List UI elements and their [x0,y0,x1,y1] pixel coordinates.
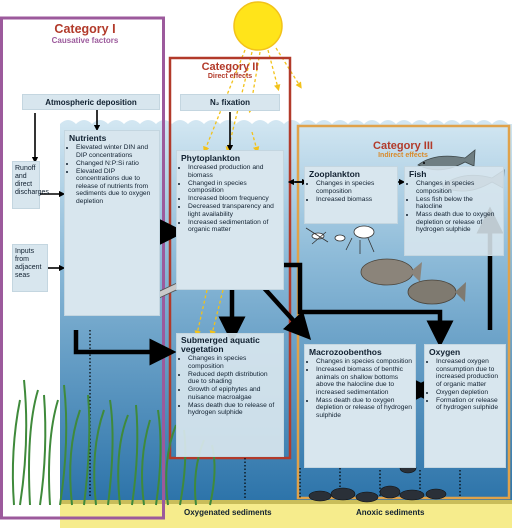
nutrients-box: Nutrients Elevated winter DIN and DIP co… [64,130,160,316]
zooplankton-box: Zooplankton Changes in species compositi… [304,166,398,224]
oxygen-box: Oxygen Increased oxygen consumption due … [424,344,506,468]
list-item: Growth of epiphytes and nuisance macroal… [188,386,280,401]
list-item: Increased biomass [316,196,394,204]
list-item: Elevated winter DIN and DIP concentratio… [76,144,156,159]
macrozoobenthos-title: Macrozoobenthos [309,347,382,357]
oxygen-title: Oxygen [429,347,461,357]
list-item: Mass death due to oxygen depletion or re… [416,211,500,234]
list-item: Increased oxygen consumption due to incr… [436,358,502,388]
atmospheric-deposition-box: Atmospheric deposition [22,94,160,110]
macrozoobenthos-box: Macrozoobenthos Changes in species compo… [304,344,416,468]
list-item: Changed N:P:Si ratio [76,160,156,168]
phytoplankton-title: Phytoplankton [181,153,241,163]
sun-icon [233,1,283,51]
list-item: Increased production and biomass [188,164,280,179]
list-item: Mass death due to release of hydrogen su… [188,402,280,417]
list-item: Increased bloom frequency [188,195,280,203]
list-item: Elevated DIP concentrations due to relea… [76,168,156,206]
list-item: Changed in species composition [188,180,280,195]
oxygenated-sediments-label: Oxygenated sediments [184,508,272,517]
list-item: Decreased transparency and light availab… [188,203,280,218]
category-2-subtitle: Direct effects [207,73,253,80]
category-3-subtitle: Indirect effects [378,152,428,159]
list-item: Less fish below the halocline [416,196,500,211]
category-1-subtitle: Causative factors [51,36,119,45]
fish-title: Fish [409,169,427,179]
category-2-title: Category II Direct effects [172,61,288,80]
list-item: Mass death due to oxygen depletion or re… [316,397,412,420]
n2-fixation-box: N₂ fixation [180,94,280,111]
list-item: Changes in species composition [316,180,394,195]
list-item: Changes in species composition [188,355,280,370]
fish-box: Fish Changes in species composition Less… [404,166,504,256]
submerged-vegetation-box: Submerged aquatic vegetation Changes in … [176,333,284,457]
list-item: Reduced depth distribution due to shadin… [188,371,280,386]
list-item: Increased biomass of benthic animals on … [316,366,412,396]
category-2-name: Category II [201,61,259,73]
category-3-title: Category III Indirect effects [300,140,506,159]
zooplankton-title: Zooplankton [309,169,360,179]
n2-fixation-label: N₂ fixation [210,98,250,107]
nutrients-title: Nutrients [69,133,107,143]
zooplankton-icon [305,225,375,254]
category-1-title: Category I Causative factors [20,22,150,45]
submerged-title: Submerged aquatic vegetation [181,335,260,354]
atmospheric-deposition-label: Atmospheric deposition [45,98,137,107]
list-item: Formation or release of hydrogen sulphid… [436,397,502,412]
flatfish-icon [360,258,466,305]
sediment-strip [60,500,512,528]
list-item: Changes in species composition [416,180,500,195]
category-1-name: Category I [54,22,116,36]
list-item: Changes in species composition [316,358,412,366]
phytoplankton-box: Phytoplankton Increased production and b… [176,150,284,290]
list-item: Oxygen depletion [436,389,502,397]
anoxic-sediments-label: Anoxic sediments [356,508,425,517]
category-2-frame [168,56,292,460]
category-1-frame [0,16,165,520]
list-item: Increased sedimentation of organic matte… [188,219,280,234]
category-3-name: Category III [373,140,433,152]
